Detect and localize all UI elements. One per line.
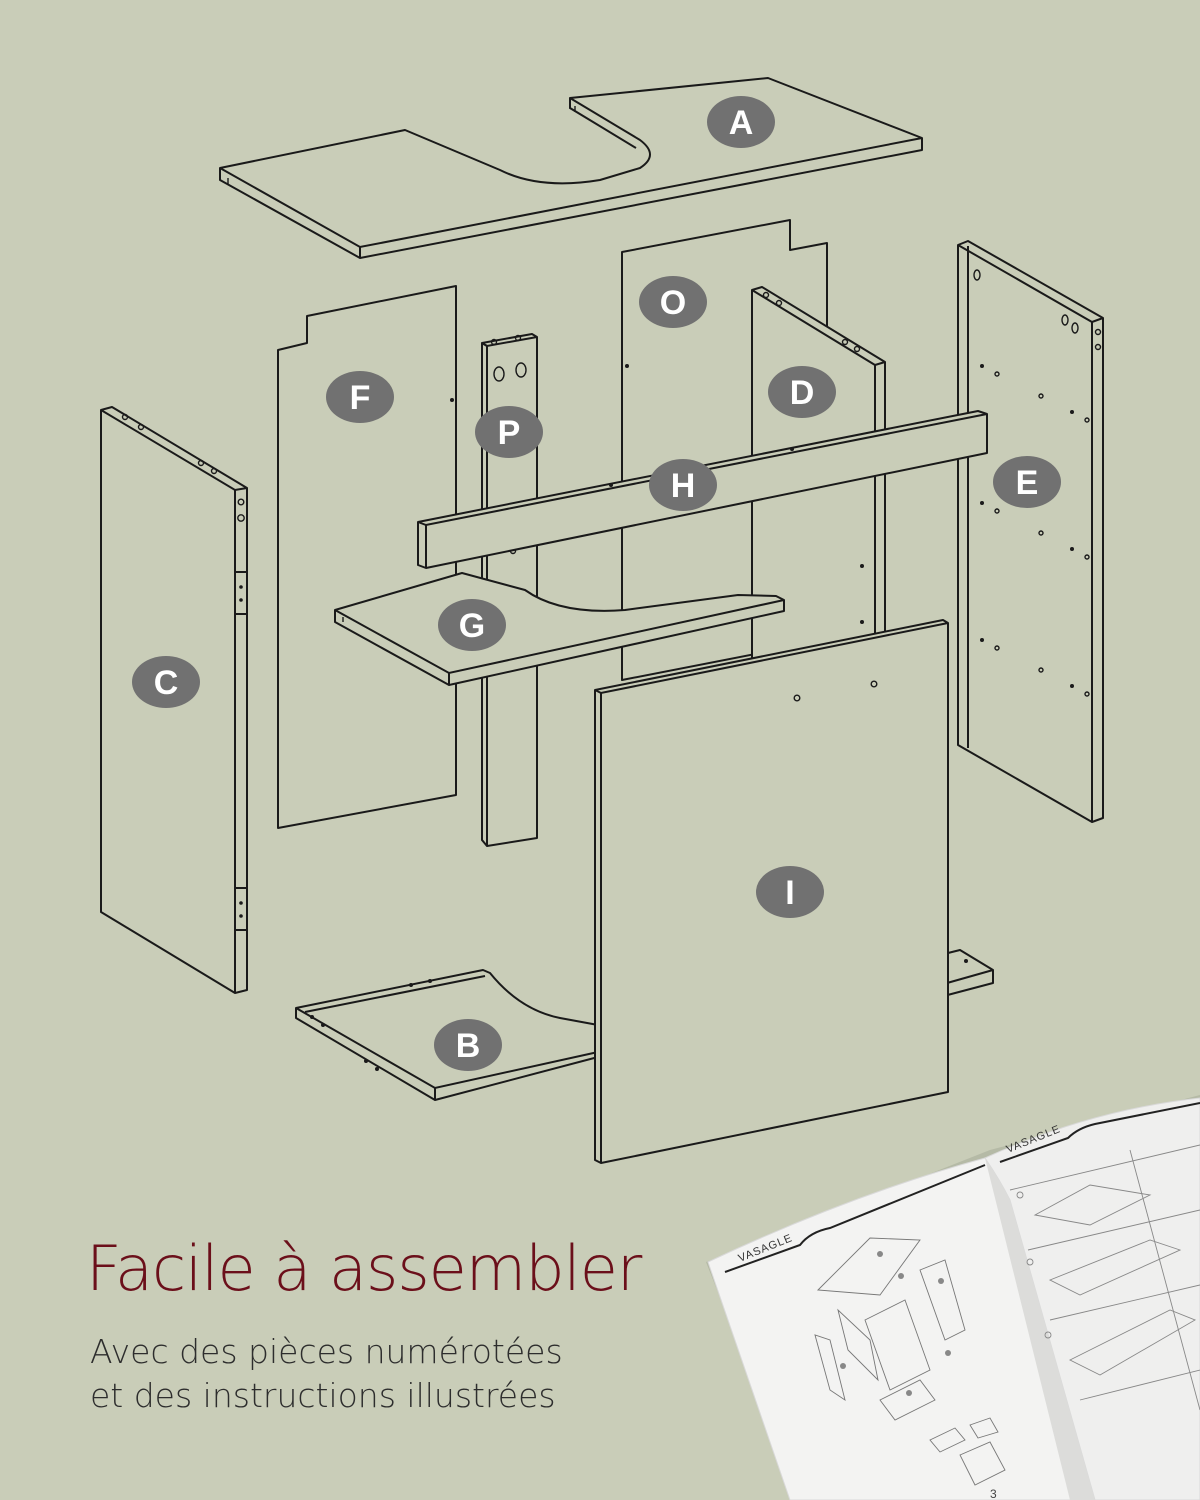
svg-text:C: C	[154, 664, 179, 702]
part-g-shelf	[334, 572, 785, 686]
svg-text:H: H	[671, 467, 696, 505]
label-badge-c: C	[132, 656, 200, 708]
manual-mini-diagram	[814, 1237, 1006, 1486]
svg-text:P: P	[498, 414, 521, 452]
label-badge-h: H	[649, 459, 717, 511]
label-badge-o: O	[639, 276, 707, 328]
label-badge-f: F	[326, 371, 394, 423]
svg-text:A: A	[729, 104, 754, 142]
label-badge-g: G	[438, 599, 506, 651]
part-a-top-panel	[219, 77, 923, 259]
manual-page-number: 3	[990, 1487, 997, 1500]
label-badge-i: I	[756, 866, 824, 918]
svg-text:E: E	[1016, 464, 1039, 502]
label-badge-p: P	[475, 406, 543, 458]
headline-title: Facile à assembler	[86, 1232, 642, 1305]
svg-text:F: F	[350, 379, 371, 417]
label-badge-e: E	[993, 456, 1061, 508]
instruction-manual: VASAGLE VASAGLE 3	[706, 1095, 1200, 1500]
manual-steps	[1009, 1144, 1200, 1411]
headline-subtitle: Avec des pièces numérotées et des instru…	[90, 1330, 563, 1418]
part-e-side-panel	[957, 240, 1104, 823]
svg-text:G: G	[459, 607, 485, 645]
svg-text:D: D	[790, 374, 815, 412]
svg-text:B: B	[456, 1027, 481, 1065]
svg-text:O: O	[660, 284, 686, 322]
label-badge-a: A	[707, 96, 775, 148]
label-badge-b: B	[434, 1019, 502, 1071]
svg-text:I: I	[785, 874, 794, 912]
part-f-back-panel	[277, 285, 457, 829]
label-badge-d: D	[768, 366, 836, 418]
subtitle-line-1: Avec des pièces numérotées	[90, 1332, 563, 1371]
subtitle-line-2: et des instructions illustrées	[90, 1376, 556, 1415]
